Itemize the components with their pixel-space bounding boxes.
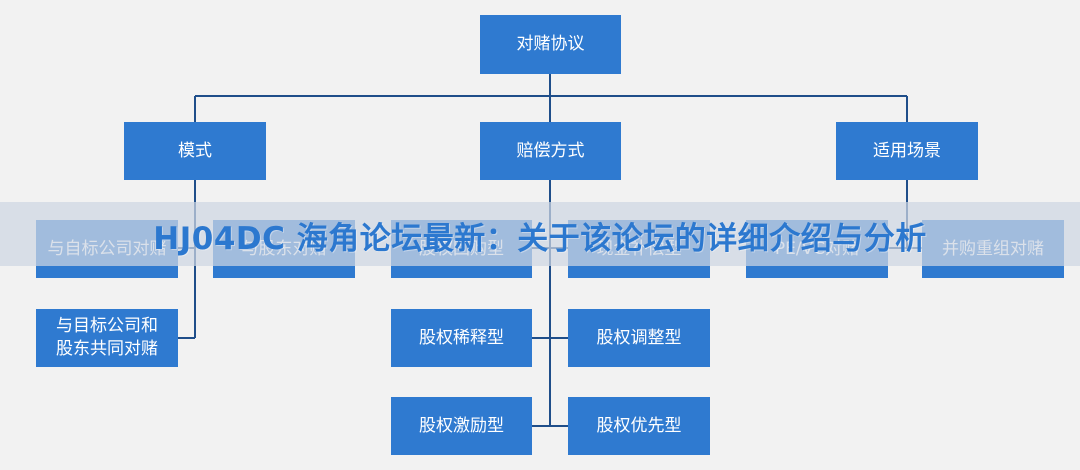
node-mode: 模式 xyxy=(124,122,266,180)
title-banner xyxy=(0,202,1080,266)
node-comp-dilution: 股权稀释型 xyxy=(391,309,532,367)
overlay-title: HJ04DC 海角论坛最新：关于该论坛的详细介绍与分析 xyxy=(153,220,927,257)
node-compensation: 赔偿方式 xyxy=(480,122,621,180)
node-comp-incentive: 股权激励型 xyxy=(391,397,532,455)
node-scenario: 适用场景 xyxy=(836,122,978,180)
node-comp-adjustment: 股权调整型 xyxy=(568,309,710,367)
node-root: 对赌协议 xyxy=(480,15,621,74)
node-comp-preferred: 股权优先型 xyxy=(568,397,710,455)
node-mode-joint: 与目标公司和 股东共同对赌 xyxy=(36,309,178,367)
